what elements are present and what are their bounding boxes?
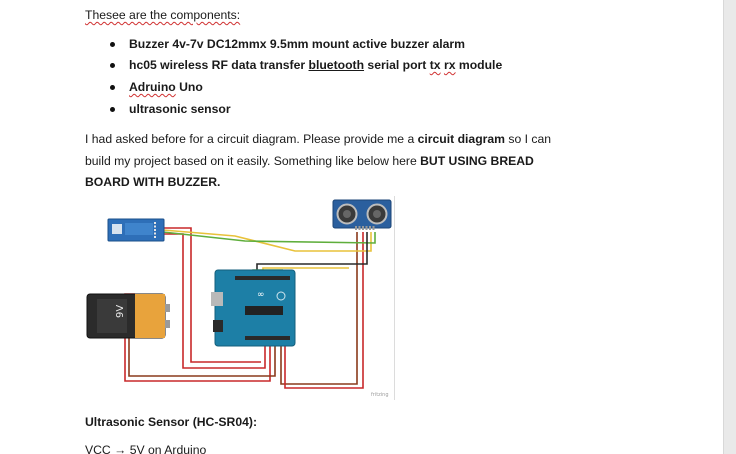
intro-text: Thesee are the components: [85, 8, 241, 22]
arduino-board: ∞ [211, 269, 296, 347]
list-item: hc05 wireless RF data transfer bluetooth… [129, 58, 503, 72]
battery-label: 9V [115, 305, 126, 318]
wire-yellow [162, 229, 372, 252]
list-item: Adruino Uno [129, 80, 203, 94]
wire-green [162, 231, 376, 244]
bullet [110, 42, 115, 47]
fritzing-watermark: fritzing [371, 392, 389, 398]
section-line: VCC → 5V on Arduino [85, 443, 207, 454]
figure-border [347, 196, 395, 400]
list-item: Buzzer 4v-7v DC12mmx 9.5mm mount active … [129, 37, 465, 51]
paragraph-line: build my project based on it easily. Som… [85, 154, 534, 168]
svg-text:∞: ∞ [257, 290, 265, 300]
bullet [110, 107, 115, 112]
section-heading: Ultrasonic Sensor (HC-SR04): [85, 415, 258, 429]
paragraph-line: I had asked before for a circuit diagram… [85, 132, 552, 146]
bluetooth-module [107, 218, 165, 242]
list-item: ultrasonic sensor [129, 102, 231, 116]
window-edge [723, 0, 736, 454]
link-text[interactable]: bluetooth [308, 58, 365, 72]
wire-red [163, 227, 261, 363]
bullet [110, 85, 115, 90]
wire-brown [280, 232, 358, 385]
battery-9v: 9V [86, 293, 170, 339]
circuit-svg: ∞ 9V fritzing [86, 199, 392, 398]
bullet [110, 63, 115, 68]
wire-red [284, 232, 364, 389]
wire-black [256, 232, 368, 274]
circuit-diagram-image: ∞ 9V fritzing [85, 196, 395, 401]
ultrasonic-sensor [332, 199, 392, 230]
paragraph-line: BOARD WITH BUZZER. [85, 175, 221, 189]
